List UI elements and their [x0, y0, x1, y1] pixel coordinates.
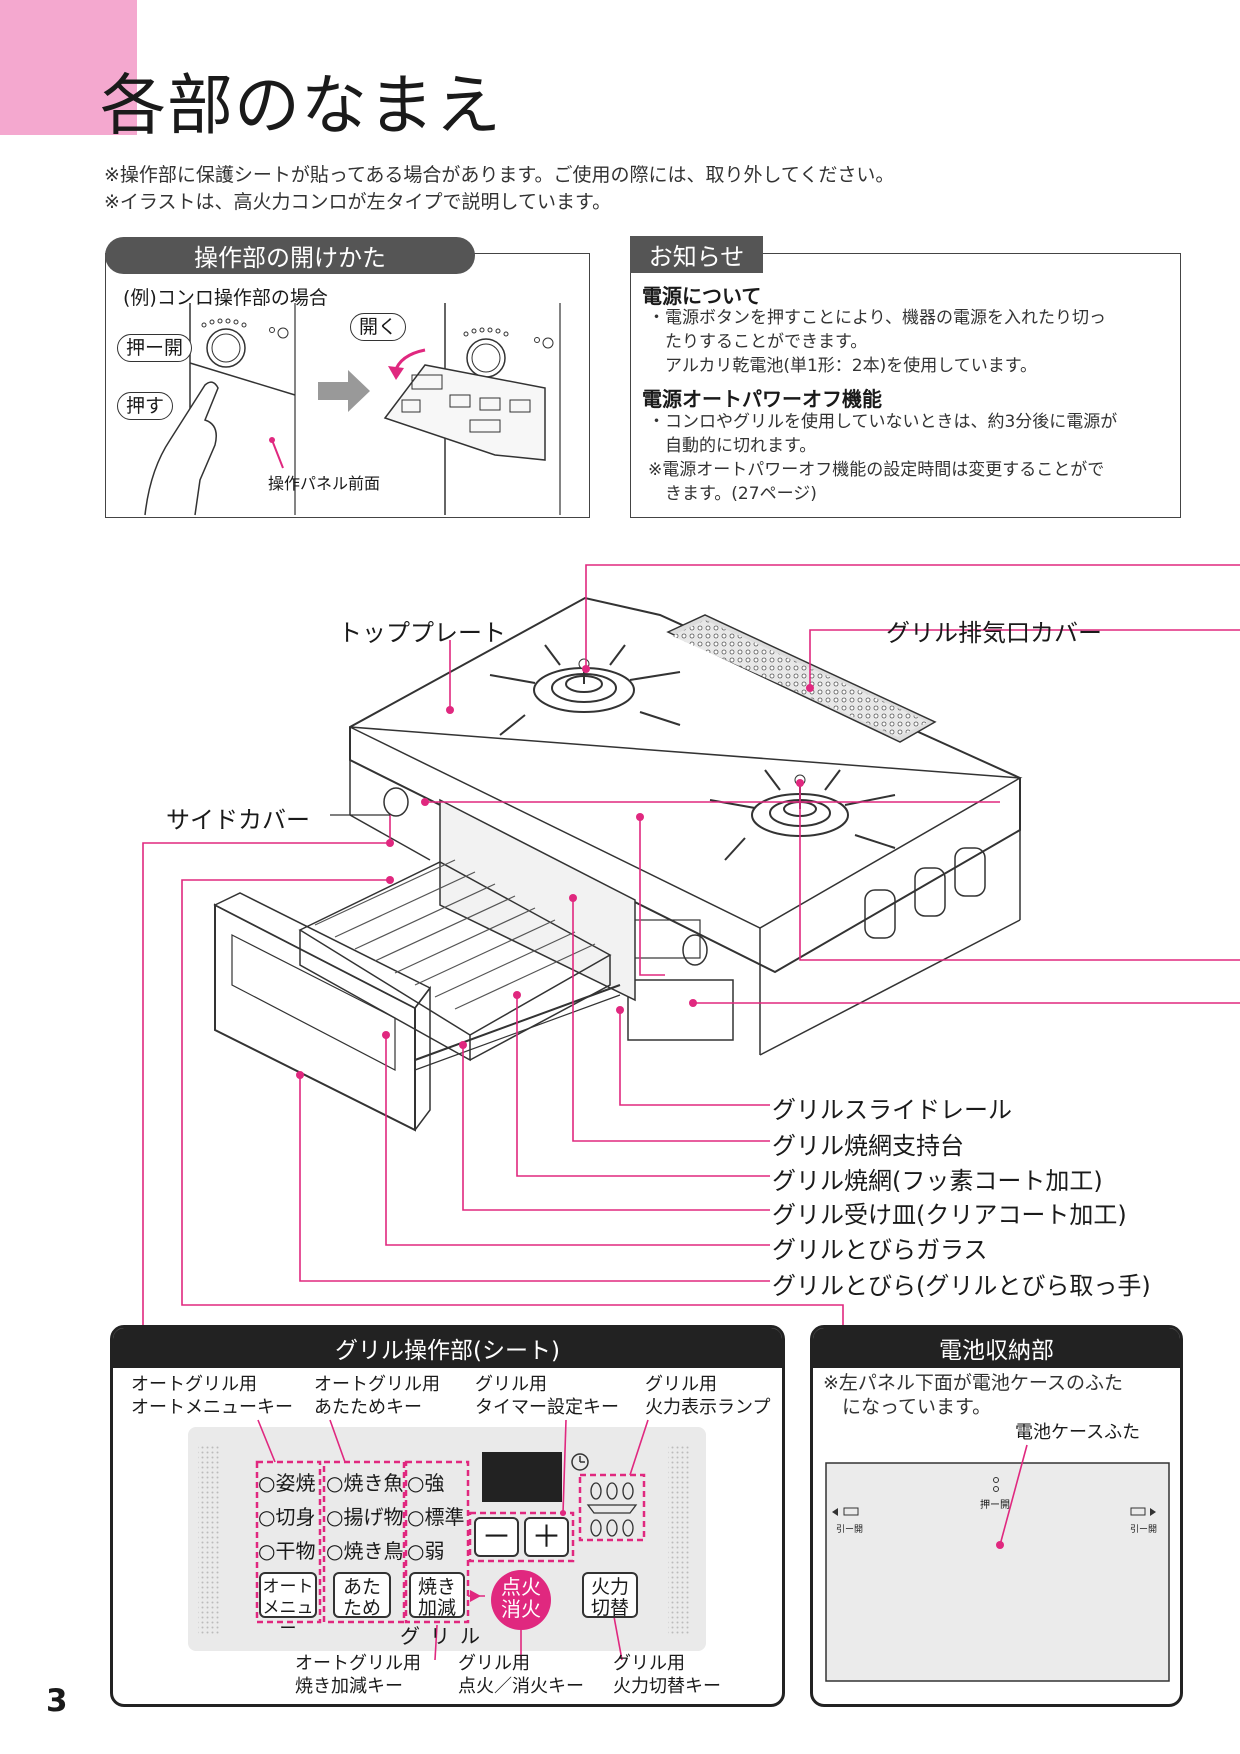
page-title: 各部のなまえ [100, 67, 502, 144]
battery-push-label: 押ー開 [980, 1500, 1010, 1511]
notice-power-line: ・電源ボタンを押すことにより、機器の電源を入れたり切っ [648, 308, 1106, 328]
label-auto-menu-key-line1: オートグリル用 [131, 1374, 257, 1395]
label-adjust-key-line1: オートグリル用 [295, 1653, 421, 1674]
open-label: 開く [350, 313, 407, 341]
battery-note-line1: ※左パネル下面が電池ケースのふた [823, 1372, 1123, 1394]
menu-item-yakitori: ○焼き鳥 [326, 1539, 404, 1563]
callout-grill-net-support: グリル焼網支持台 [772, 1132, 964, 1160]
adjust-button-label: 加減 [417, 1597, 456, 1619]
label-warm-key-line1: オートグリル用 [314, 1374, 440, 1395]
flame-switch-button-label: 火力 [590, 1576, 629, 1598]
ignite-button-label: 消火 [501, 1597, 541, 1621]
label-auto-menu-key-line2: オートメニューキー [131, 1397, 293, 1418]
pink-corner-tab [0, 0, 137, 135]
open-method-heading: 操作部の開けかた [105, 237, 475, 274]
battery-lid-label: 電池ケースふた [1015, 1422, 1141, 1443]
menu-item-fried: ○揚げ物 [326, 1505, 404, 1529]
warm-button-label: あた [342, 1576, 381, 1598]
label-flame-lamp-line1: グリル用 [645, 1374, 717, 1395]
notice-autooff-title: 電源オートパワーオフ機能 [642, 387, 882, 411]
battery-pull-right-label: 引ー開 [1130, 1525, 1158, 1535]
notice-box [630, 253, 1181, 518]
notice-power-title: 電源について [642, 284, 762, 308]
timer-plus-button[interactable]: ＋ [524, 1517, 569, 1557]
label-adjust-key-line2: 焼き加減キー [295, 1676, 403, 1697]
label-warm-key-line2: あたためキー [314, 1397, 422, 1418]
menu-item-grilled-fish: ○焼き魚 [326, 1471, 404, 1495]
ignite-button-label: 点火 [501, 1575, 541, 1599]
notice-autooff-line: きます。(27ページ) [648, 484, 817, 504]
battery-heading: 電池収納部 [813, 1328, 1180, 1368]
note-protective-sheet: ※操作部に保護シートが貼ってある場合があります。ご使用の際には、取り外してくださ… [104, 164, 895, 186]
adjust-button-label: 焼き [417, 1576, 456, 1598]
label-flame-lamp-line2: 火力表示ランプ [645, 1397, 771, 1418]
open-method-example: (例)コンロ操作部の場合 [123, 287, 328, 309]
battery-note-line2: になっています。 [823, 1396, 992, 1418]
notice-autooff-line: 自動的に切れます。 [648, 436, 817, 456]
push-open-label: 押ー開 [117, 334, 193, 362]
page-number: 3 [46, 1683, 68, 1719]
auto-menu-button-label: オート [262, 1577, 314, 1597]
menu-item-dried: ○干物 [258, 1539, 316, 1563]
warm-button[interactable]: あた ため [333, 1572, 391, 1619]
callout-side-cover: サイドカバー [166, 806, 310, 834]
note-illustration: ※イラストは、高火力コンロが左タイプで説明しています。 [104, 191, 612, 213]
label-timer-key-line1: グリル用 [475, 1374, 547, 1395]
auto-menu-button-label: メニュー [262, 1598, 314, 1639]
flame-switch-button-label: 切替 [590, 1597, 629, 1619]
notice-power-line: たりすることができます。 [648, 332, 868, 352]
callout-top-plate: トッププレート [338, 619, 506, 647]
label-flame-switch-key-line1: グリル用 [613, 1653, 685, 1674]
adjust-button[interactable]: 焼き 加減 [409, 1572, 465, 1619]
label-ignite-key-line1: グリル用 [458, 1653, 530, 1674]
callout-grill-door: グリルとびら(グリルとびら取っ手) [772, 1272, 1151, 1300]
level-strong: ○強 [407, 1471, 445, 1495]
label-flame-switch-key-line2: 火力切替キー [613, 1676, 721, 1697]
menu-item-fillet: ○切身 [258, 1505, 316, 1529]
callout-grill-tray: グリル受け皿(クリアコート加工) [772, 1201, 1127, 1229]
grill-panel-name: グリル [400, 1624, 490, 1648]
menu-item-whole-grill: ○姿焼 [258, 1471, 316, 1495]
callout-slide-rail: グリルスライドレール [772, 1096, 1012, 1124]
battery-box: 電池収納部 [810, 1325, 1183, 1707]
level-standard: ○標準 [407, 1505, 465, 1529]
flame-switch-button[interactable]: 火力 切替 [582, 1572, 638, 1619]
panel-front-caption: 操作パネル前面 [268, 474, 381, 493]
timer-minus-button[interactable]: － [474, 1517, 519, 1557]
notice-autooff-line: ・コンロやグリルを使用していないときは、約3分後に電源が [648, 412, 1118, 432]
notice-heading: お知らせ [630, 236, 763, 273]
callout-grill-exhaust-cover: グリル排気口カバー [886, 619, 1102, 647]
grill-control-box: グリル操作部(シート) [110, 1325, 785, 1707]
warm-button-label: ため [342, 1597, 381, 1619]
auto-menu-button[interactable]: オート メニュー [259, 1572, 317, 1639]
label-ignite-key-line2: 点火／消火キー [458, 1676, 584, 1697]
level-weak: ○弱 [407, 1539, 445, 1563]
grill-control-heading: グリル操作部(シート) [113, 1328, 782, 1368]
callout-grill-net: グリル焼網(フッ素コート加工) [772, 1167, 1103, 1195]
label-timer-key-line2: タイマー設定キー [475, 1397, 619, 1418]
notice-power-line: アルカリ乾電池(単1形：2本)を使用しています。 [648, 356, 1038, 376]
notice-autooff-line: ※電源オートパワーオフ機能の設定時間は変更することがで [648, 460, 1105, 480]
callout-grill-door-glass: グリルとびらガラス [772, 1236, 988, 1264]
ignite-button[interactable]: 点火 消火 [491, 1576, 551, 1624]
battery-pull-left-label: 引ー開 [836, 1525, 864, 1535]
push-label: 押す [117, 392, 174, 420]
